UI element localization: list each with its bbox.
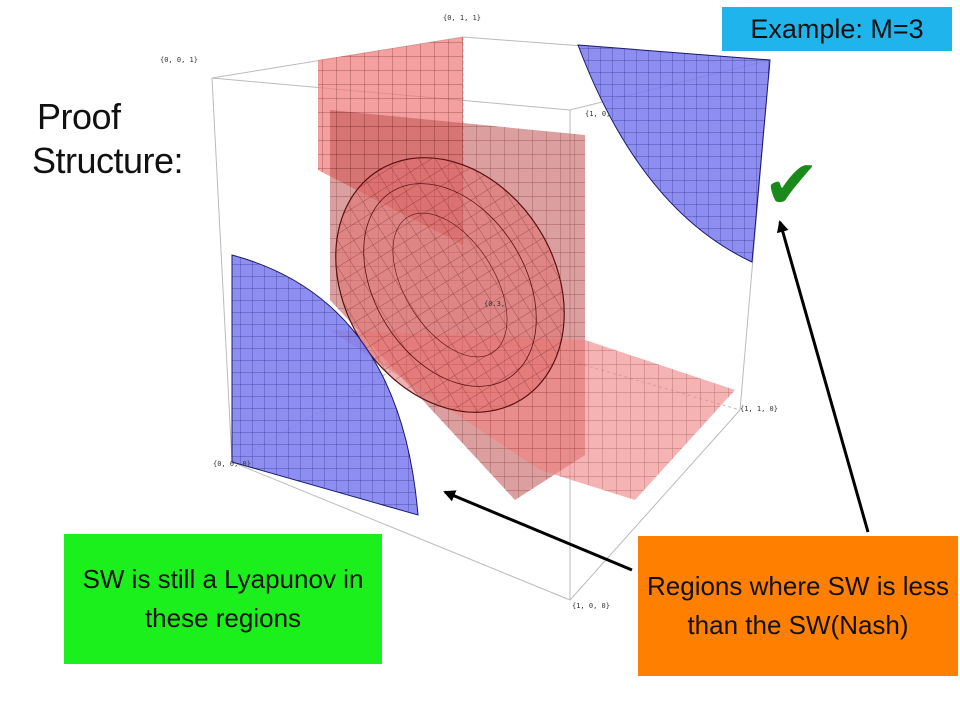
vertex-label-000: {0, 0, 0} [213, 460, 251, 468]
blue-surface-upper-right [577, 44, 771, 263]
regions-callout-text: Regions where SW is less than the SW(Nas… [647, 571, 949, 640]
center-label: {0.3, [484, 300, 505, 308]
vertex-label-100: {1, 0, 0} [572, 602, 610, 610]
arrow-to-lower-region [443, 490, 633, 572]
vertex-label-101: {1, 0, [585, 110, 610, 118]
lyapunov-callout-text: SW is still a Lyapunov in these regions [82, 564, 364, 633]
vertex-label-011: {0, 1, 1} [443, 14, 481, 22]
blue-surface-lower-left [231, 254, 419, 516]
arrow-to-upper-region [776, 220, 870, 533]
lyapunov-callout: SW is still a Lyapunov in these regions [64, 534, 382, 664]
example-badge: Example: M=3 [722, 7, 952, 51]
regions-callout: Regions where SW is less than the SW(Nas… [638, 536, 958, 676]
checkmark-icon: ✔ [763, 146, 820, 225]
slide-title-line2: Structure: [32, 140, 184, 181]
vertex-label-110: {1, 1, 0} [740, 405, 778, 413]
slide-title-line1: Proof [37, 96, 121, 137]
slide-title: Proof Structure: [32, 95, 222, 183]
red-surface-region [318, 37, 735, 500]
vertex-label-001: {0, 0, 1} [160, 56, 198, 64]
